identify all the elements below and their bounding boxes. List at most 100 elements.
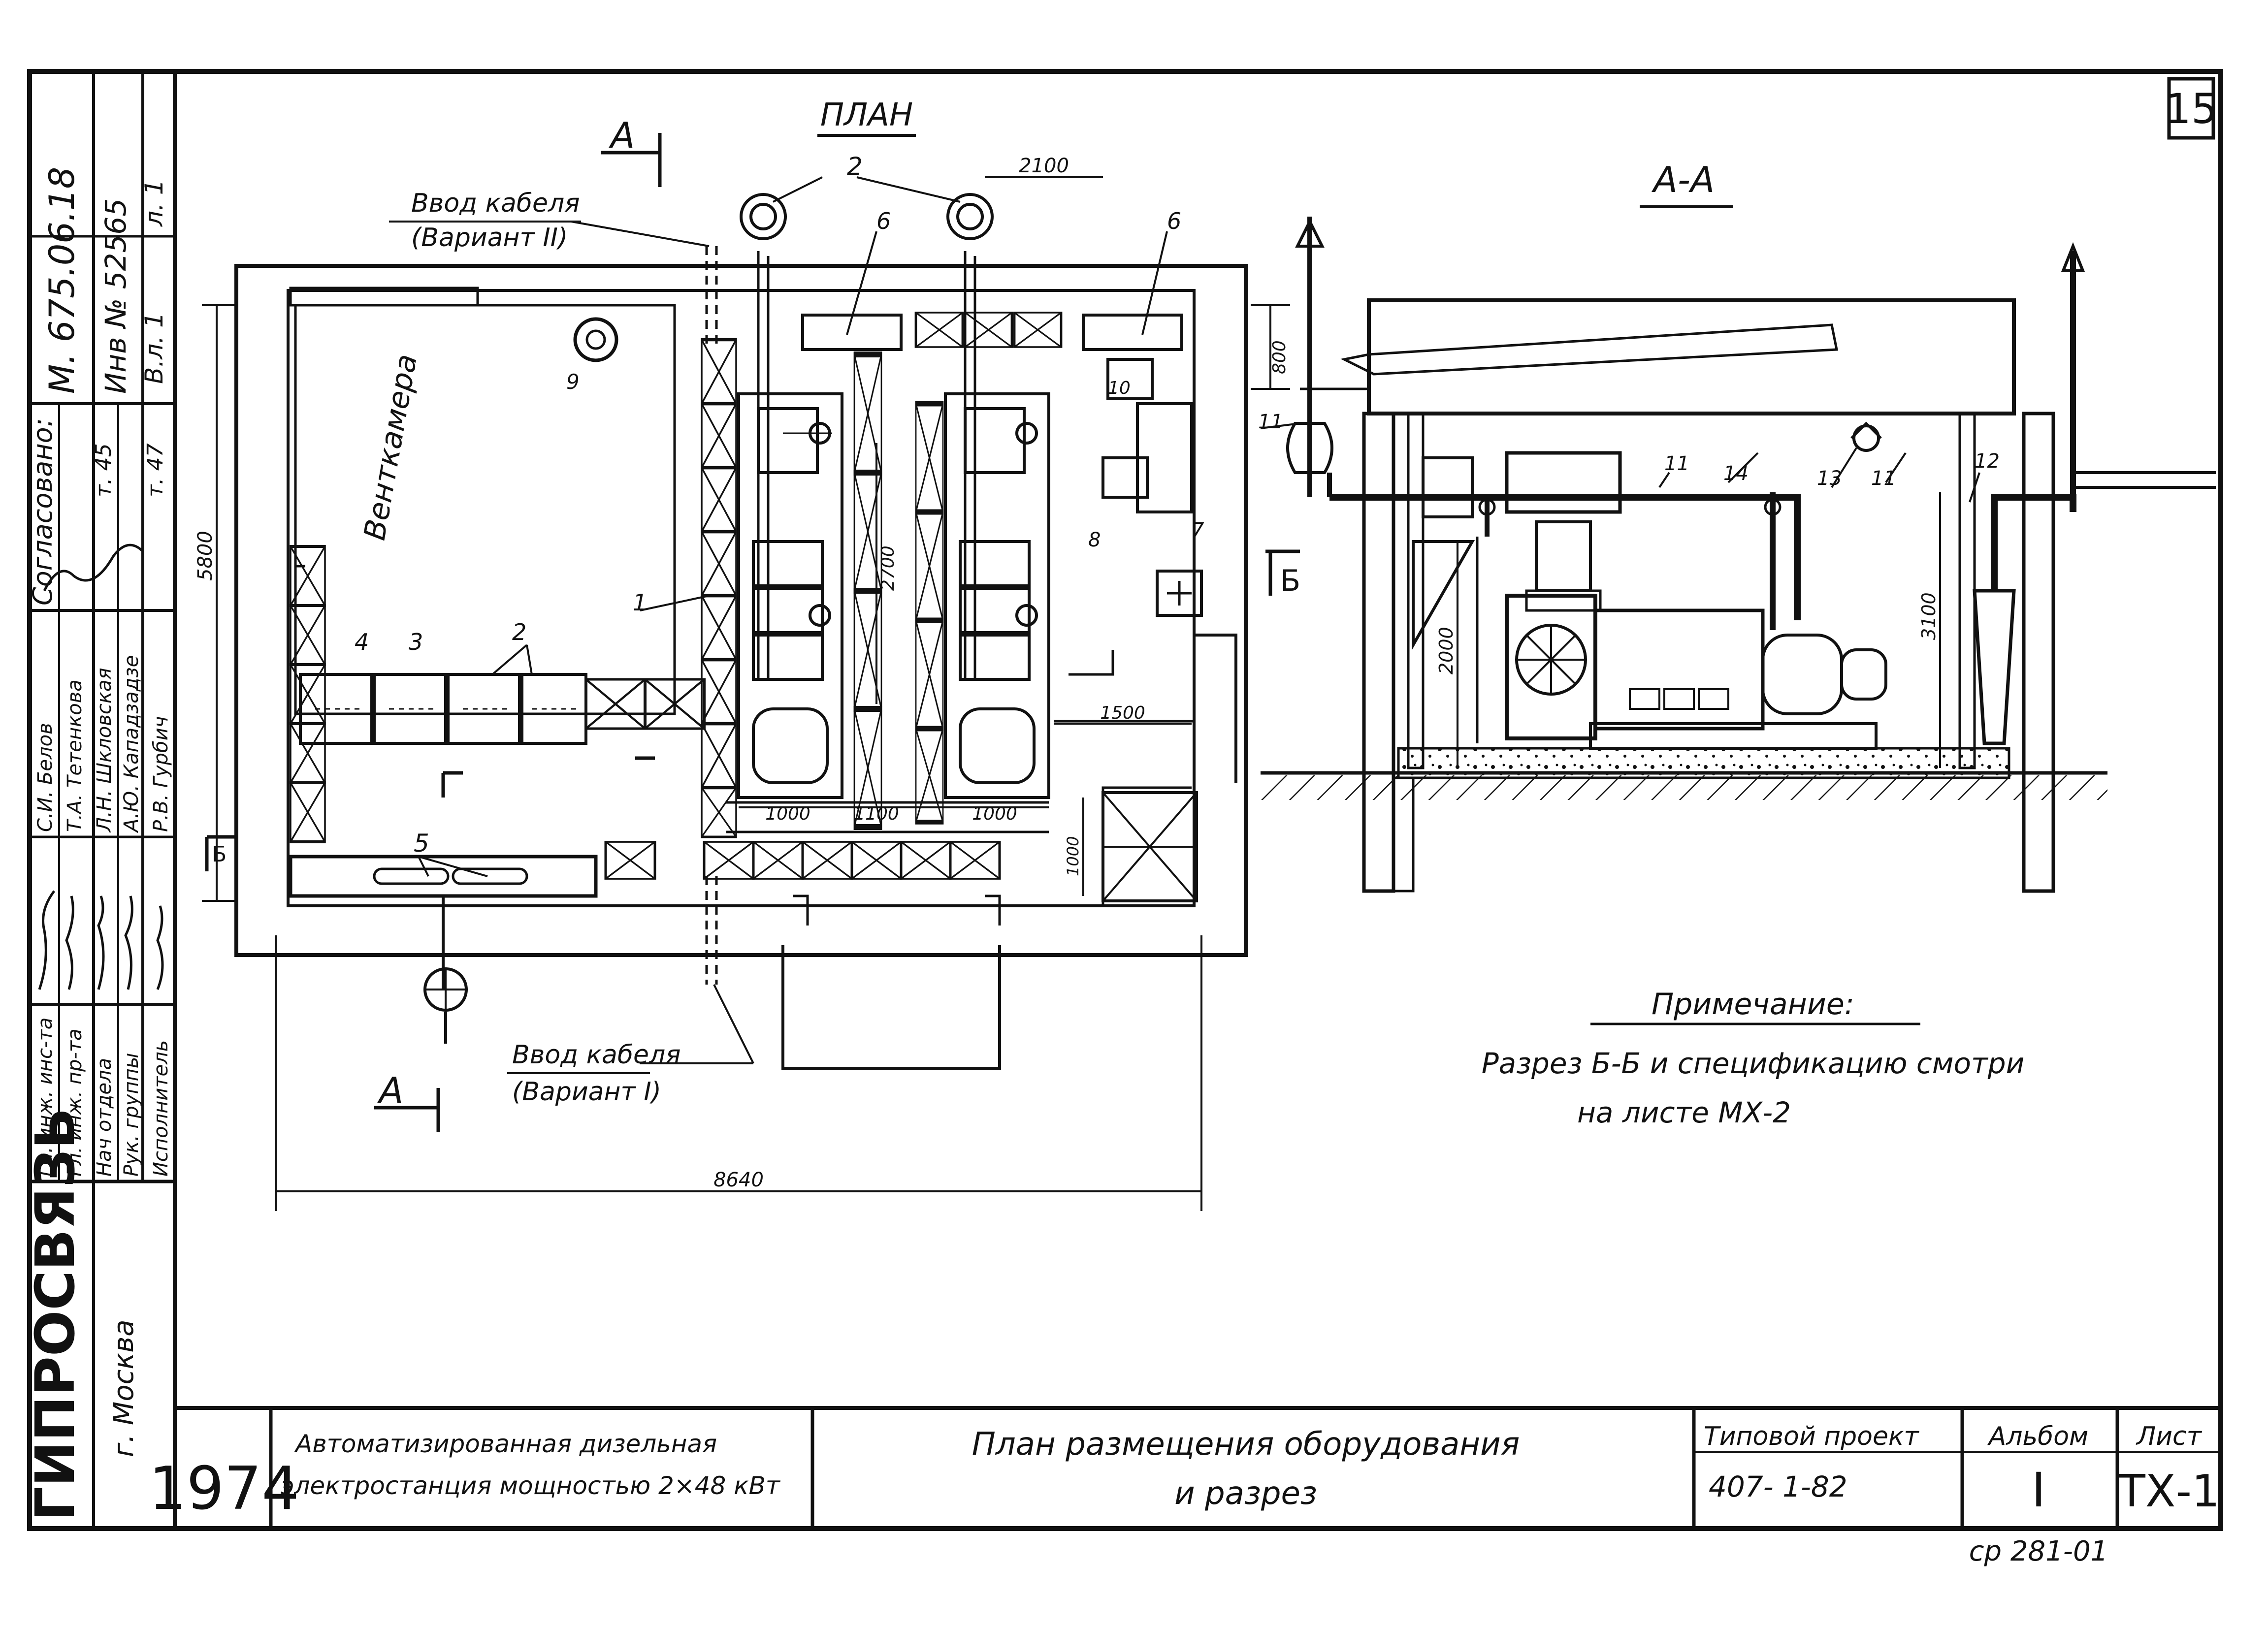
trench-box — [1102, 791, 1198, 902]
typical-project-label: Типовой проект — [1704, 1422, 1919, 1451]
callout-8: 8 — [1088, 529, 1101, 551]
title-block-text: 1974 Автоматизированная дизельная электр… — [149, 1422, 2220, 1567]
dim-1100: 1100 — [854, 804, 899, 824]
plan-dimension-text: 2100 800 5800 2700 1000 1100 1000 1500 1… — [194, 155, 1290, 1191]
callout-6-left: 6 — [876, 208, 891, 234]
callout-7: 7 — [1192, 519, 1204, 542]
dim-1500: 1500 — [1100, 703, 1145, 723]
cut-a-top: А — [609, 115, 635, 156]
dim-2000: 2000 — [1435, 627, 1457, 674]
truss-bottom — [606, 842, 1000, 879]
project-line-2: электростанция мощностью 2×48 кВт — [281, 1471, 781, 1500]
cable-entries — [705, 246, 718, 985]
plan-dimension-lines — [202, 176, 1290, 1211]
gauge-9 — [573, 317, 618, 362]
truss-main — [702, 340, 736, 837]
grilles — [289, 855, 598, 898]
typical-project-value: 407- 1-82 — [1709, 1470, 1847, 1503]
role-4: Рук. группы — [120, 1053, 143, 1177]
role-1: Гл. инж. инс-та — [34, 1018, 57, 1177]
section-title: А-А — [1652, 159, 1715, 200]
title-block — [269, 1408, 2221, 1529]
fan-units — [299, 673, 587, 745]
project-line-1: Автоматизированная дизельная — [294, 1430, 717, 1458]
album-value: I — [2032, 1463, 2045, 1518]
dim-3100: 3100 — [1918, 592, 1940, 640]
diesel-unit-1 — [737, 251, 843, 799]
callout-12: 12 — [1975, 450, 2000, 473]
agreed-ref-1: т. 45 — [91, 443, 116, 497]
signatures — [38, 543, 164, 990]
dim-800: 800 — [1269, 340, 1290, 374]
cut-b-left: Б — [212, 842, 227, 867]
callout-14: 14 — [1723, 462, 1749, 485]
callout-1: 1 — [633, 589, 647, 616]
leader-lines — [418, 176, 1168, 1064]
callout-11-b: 11 — [1871, 467, 1896, 490]
cable-entry-top: Ввод кабеля — [411, 189, 580, 218]
archive-number: ср 281-01 — [1969, 1535, 2108, 1567]
plan-view: ПЛАН Венткамера — [202, 97, 1300, 1211]
dim-2700: 2700 — [878, 545, 898, 591]
inner-partitions — [726, 650, 1194, 906]
truss-between-units — [854, 354, 943, 827]
note-title: Примечание: — [1652, 987, 1854, 1021]
cable-variant-1: (Вариант I) — [512, 1077, 661, 1107]
org-name: ГИПРОСВЯЗЬ — [24, 1108, 87, 1521]
exhaust-pipe-bottom — [423, 896, 468, 1044]
dim-1000-v: 1000 — [1064, 836, 1082, 876]
strip-vl: В.л. 1 — [140, 312, 168, 384]
agreed-ref-2: т. 47 — [143, 443, 168, 497]
note-line-1: Разрез Б-Б и спецификацию смотри — [1482, 1047, 2025, 1080]
callout-9: 9 — [566, 370, 580, 394]
sheet-frame — [27, 69, 2223, 1531]
cut-b-right: Б — [1280, 564, 1300, 598]
cabinets-right — [1102, 358, 1203, 617]
note-line-2: на листе МХ-2 — [1577, 1096, 1791, 1129]
callout-5: 5 — [414, 829, 429, 858]
drawing-title-2: и разрез — [1174, 1475, 1317, 1512]
role-2: Гл. инж. пр-та — [64, 1028, 86, 1177]
inventory-number: Инв № 52565 — [99, 198, 132, 394]
cut-a-bottom: А — [377, 1070, 403, 1111]
dim-1000-b: 1000 — [972, 804, 1017, 824]
callout-3: 3 — [409, 629, 423, 655]
left-title-strip — [30, 71, 175, 1529]
truss-top — [916, 313, 1061, 347]
callout-2-top: 2 — [847, 152, 863, 181]
dim-8640: 8640 — [713, 1169, 764, 1191]
person-2: Т.А. Тетенкова — [64, 679, 86, 832]
dim-5800: 5800 — [194, 531, 217, 581]
cable-entry-bottom: Ввод кабеля — [512, 1040, 680, 1070]
callout-6-right: 6 — [1167, 208, 1181, 234]
sheet-label: Лист — [2136, 1422, 2202, 1451]
album-label: Альбом — [1987, 1422, 2089, 1451]
left-strip-text: ГИПРОСВЯЗЬ г. Москва М. 675.06.18 Инв № … — [24, 167, 172, 1521]
dim-1000-a: 1000 — [765, 804, 810, 824]
strip-sheet-number: л. 1 — [140, 179, 168, 227]
year: 1974 — [149, 1455, 299, 1523]
role-5: Исполнитель — [150, 1040, 172, 1177]
sheet-number: 15 — [2165, 85, 2218, 133]
sheet-number-box: 15 — [2165, 77, 2218, 140]
person-5: Р.В. Гурбич — [150, 716, 172, 832]
duct-horizontal — [586, 679, 704, 729]
plan-title: ПЛАН — [820, 97, 913, 133]
exhaust-top — [740, 193, 994, 240]
drawing-code: М. 675.06.18 — [42, 167, 82, 394]
cable-variant-2: (Вариант II) — [411, 223, 568, 253]
callout-10: 10 — [1108, 378, 1131, 398]
person-3: Л.Н. Шкловская — [93, 668, 116, 833]
plan-callouts: 1 2 2 3 4 5 6 6 7 8 9 10 — [355, 152, 1204, 858]
dim-2100: 2100 — [1019, 155, 1069, 177]
callout-11-c: 11 — [1258, 411, 1283, 433]
person-4: А.Ю. Кападзадзе — [120, 655, 143, 833]
section-view: А-А — [1260, 159, 2216, 893]
diesel-unit-2 — [944, 251, 1050, 799]
agreed-label: Согласовано: — [27, 418, 58, 606]
ventchamber-label: Венткамера — [357, 351, 424, 543]
role-3: Нач отдела — [93, 1058, 116, 1177]
sheet-value: ТХ-1 — [2118, 1466, 2220, 1517]
cut-markers — [205, 133, 1300, 1132]
callout-2-fan: 2 — [512, 619, 526, 645]
